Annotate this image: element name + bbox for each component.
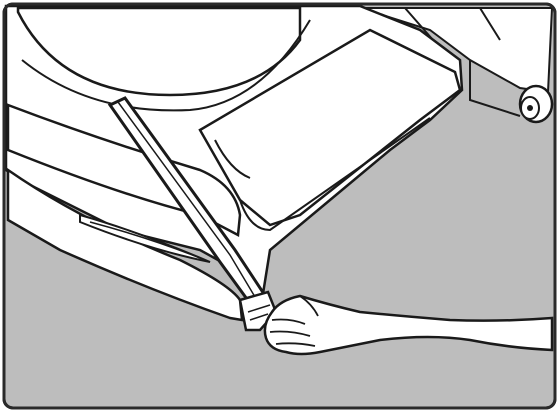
transport-wheel — [520, 86, 552, 122]
